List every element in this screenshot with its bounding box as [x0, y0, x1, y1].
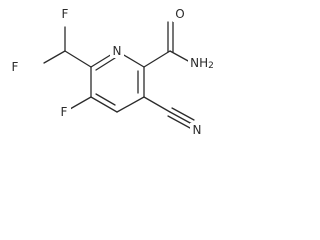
bond-chf2-f-lower [43, 50, 66, 64]
bond-triple-b [171, 107, 195, 121]
amide-oxygen-label: O [175, 7, 184, 21]
ring-nitrogen-label: N [113, 44, 122, 58]
difluoromethyl-f-lower-label: F [12, 60, 19, 74]
bond-triple-c [167, 115, 191, 129]
difluoromethyl-f-upper-label: F [62, 7, 69, 21]
chemical-structure-diagram: N O NH2 N F F F [8, 7, 218, 137]
bond-triple-a [169, 111, 193, 125]
amide-nitrogen-label: NH2 [190, 56, 214, 71]
bond-c3-ccn [143, 96, 171, 113]
bond-n1-c6-inner [95, 57, 116, 71]
bond-c6-chf2 [64, 50, 92, 68]
pyridine-ring [90, 50, 145, 113]
bond-c5-f [69, 96, 92, 110]
ring-fluorine-label: F [61, 105, 68, 119]
carboxamide-group [143, 21, 191, 68]
bond-c4-c3 [116, 96, 145, 113]
bond-c2-camide [143, 50, 171, 68]
bond-c5-c4 [90, 96, 118, 113]
bond-c5-c4-inner [95, 93, 116, 106]
cyano-group [143, 96, 195, 129]
bond-camide-nh2 [169, 50, 191, 63]
atom-labels: N O NH2 N F F F [8, 7, 218, 137]
cyano-nitrogen-label: N [193, 123, 202, 137]
difluoromethyl-group [43, 26, 92, 68]
